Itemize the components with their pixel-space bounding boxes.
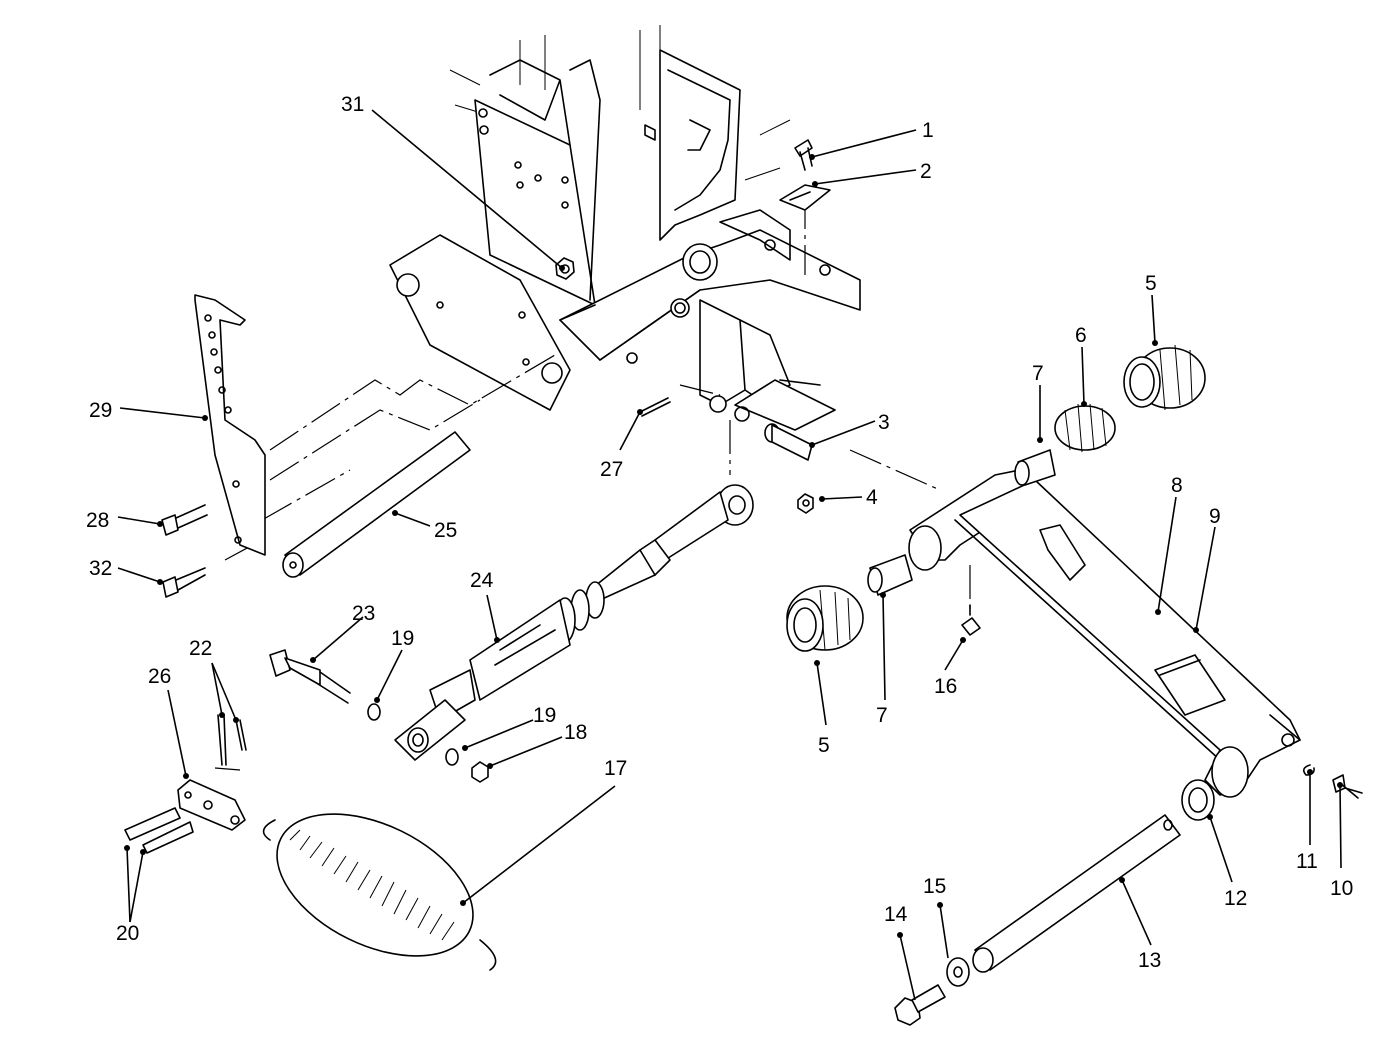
bolt-part-10 <box>1332 774 1363 799</box>
shaft-part-13 <box>972 814 1181 973</box>
bolt-part-23 <box>269 649 351 704</box>
nut-part-18 <box>471 761 489 783</box>
callout-7-top: 7 <box>1032 362 1044 385</box>
callout-32: 32 <box>89 557 112 580</box>
callout-1: 1 <box>922 119 934 142</box>
callout-2: 2 <box>920 160 932 183</box>
pin-part-3 <box>764 423 813 461</box>
callout-27: 27 <box>600 458 623 481</box>
cotter-pins-part-22 <box>214 714 247 771</box>
leader-lines <box>117 109 1342 1001</box>
callout-23: 23 <box>352 602 375 625</box>
callout-labels: 31 1 2 3 4 5 5 6 7 7 8 9 10 11 12 13 14 … <box>86 93 1353 972</box>
callout-16: 16 <box>934 675 957 698</box>
callout-25: 25 <box>434 519 457 542</box>
callout-10: 10 <box>1330 877 1353 900</box>
nut-part-4 <box>797 493 814 514</box>
swing-arm-part-8 <box>908 469 1301 798</box>
leader-dots <box>124 154 1343 938</box>
washer-part-19-b <box>445 748 459 766</box>
callout-20: 20 <box>116 922 139 945</box>
clevis-part-26 <box>177 779 246 831</box>
callout-13: 13 <box>1138 949 1161 972</box>
callout-11: 11 <box>1296 850 1318 873</box>
callout-29: 29 <box>89 399 112 422</box>
callout-22: 22 <box>189 637 212 660</box>
rod-part-25 <box>282 431 471 578</box>
callout-19-upper: 19 <box>391 627 414 650</box>
bushing-part-7-a <box>1014 449 1056 486</box>
spring-part-6 <box>1054 403 1116 453</box>
plate-part-2 <box>779 184 831 211</box>
callout-19-lower: 19 <box>533 704 556 727</box>
callout-24: 24 <box>470 569 494 592</box>
turnbuckle-part-24 <box>394 484 754 761</box>
fitting-part-16 <box>961 604 981 636</box>
bracket-part-29 <box>194 294 266 556</box>
clip-part-11 <box>1302 764 1315 776</box>
screw-part-1 <box>794 139 813 171</box>
callout-6: 6 <box>1075 324 1087 347</box>
callout-28: 28 <box>86 509 109 532</box>
clevis-pins-part-20 <box>124 807 194 854</box>
callout-3: 3 <box>878 411 890 434</box>
callout-14: 14 <box>884 903 908 926</box>
bushing-part-7-b <box>867 554 913 596</box>
callout-4: 4 <box>866 486 878 509</box>
bolt-part-14 <box>894 984 946 1026</box>
boot-part-5-b <box>786 585 864 652</box>
cotter-pin-part-27 <box>639 397 671 417</box>
callout-18: 18 <box>564 721 587 744</box>
callout-5-bottom: 5 <box>818 734 830 757</box>
callout-31: 31 <box>341 93 364 116</box>
callout-26: 26 <box>148 665 171 688</box>
boot-part-5-a <box>1123 344 1206 411</box>
alignment-lines <box>224 195 971 615</box>
callout-5-top: 5 <box>1145 272 1157 295</box>
bolt-part-28 <box>161 504 208 536</box>
frame-assembly <box>389 25 861 431</box>
callout-15: 15 <box>923 875 946 898</box>
callout-12: 12 <box>1224 887 1247 910</box>
callout-17: 17 <box>604 757 627 780</box>
spring-part-17 <box>262 813 497 971</box>
washer-part-15 <box>946 957 970 987</box>
washer-part-12 <box>1181 779 1215 821</box>
callout-8: 8 <box>1171 474 1183 497</box>
callout-9: 9 <box>1209 505 1221 528</box>
callout-7-bottom: 7 <box>876 704 888 727</box>
bolt-part-32 <box>162 567 206 598</box>
washer-part-19-a <box>367 703 381 721</box>
